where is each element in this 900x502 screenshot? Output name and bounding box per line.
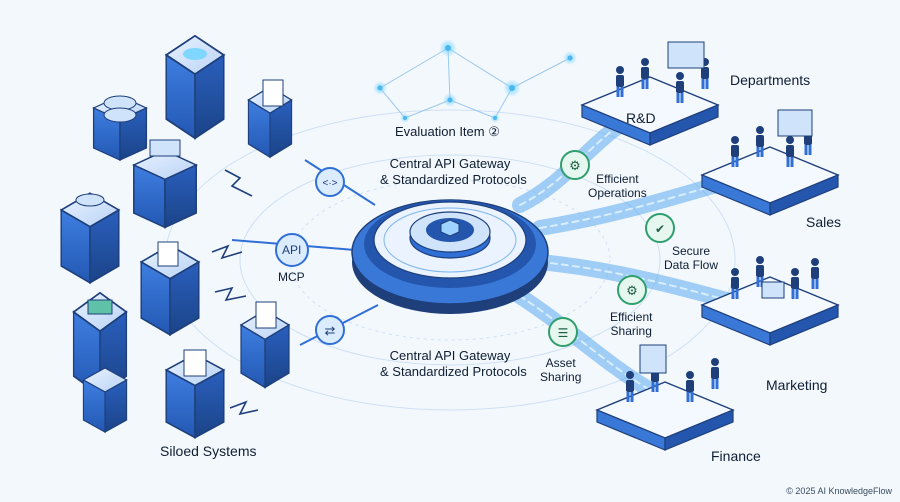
- departments-title: Departments: [730, 72, 811, 88]
- benefit-icons: ⚙ ✔ ⚙ ☰: [548, 150, 675, 347]
- copyright-notice: © 2025 AI KnowledgeFlow: [786, 486, 892, 496]
- benefit-secure-data-flow-line2: Data Flow: [664, 258, 719, 272]
- svg-text:⚙: ⚙: [569, 159, 581, 174]
- siloed-system-blocks: [60, 34, 293, 439]
- svg-text:✔: ✔: [655, 222, 665, 236]
- benefit-efficient-sharing: Efficient Sharing: [610, 310, 652, 338]
- benefit-efficient-sharing-line2: Sharing: [610, 324, 652, 338]
- benefit-efficient-operations-line1: Efficient: [596, 172, 639, 186]
- top-network: [379, 47, 571, 119]
- central-gateway: [351, 199, 549, 314]
- benefit-asset-sharing: Asset Sharing: [540, 356, 581, 384]
- gateway-title-top-line2: & Standardized Protocols: [380, 172, 527, 187]
- gateway-title-top-line1: Central API Gateway: [389, 156, 511, 171]
- mcp-label: MCP: [278, 270, 305, 284]
- network-nodes: [373, 39, 577, 123]
- gateway-title-bottom: Central API Gateway & Standardized Proto…: [380, 348, 527, 380]
- department-sales-label: Sales: [806, 214, 842, 230]
- svg-text:⚙: ⚙: [626, 284, 638, 299]
- department-finance-label: Finance: [711, 448, 761, 464]
- svg-text:⇄: ⇄: [325, 323, 336, 338]
- api-label: API: [282, 243, 302, 257]
- benefit-asset-sharing-line2: Sharing: [540, 370, 582, 384]
- lightning-bolts: [211, 169, 259, 416]
- department-marketing-label: Marketing: [766, 377, 828, 393]
- protocol-nodes: <·> ⇄: [275, 167, 345, 345]
- benefit-efficient-sharing-line1: Efficient: [610, 310, 653, 324]
- benefit-secure-data-flow: Secure Data Flow: [664, 244, 718, 272]
- benefit-efficient-operations: Efficient Operations: [588, 172, 647, 200]
- gateway-title-top: Central API Gateway & Standardized Proto…: [380, 156, 527, 188]
- benefit-efficient-operations-line2: Operations: [588, 186, 647, 200]
- siloed-systems-label: Siloed Systems: [160, 443, 257, 459]
- gateway-title-bottom-line2: & Standardized Protocols: [380, 364, 527, 379]
- svg-text:<·>: <·>: [322, 178, 337, 189]
- evaluation-item-label: Evaluation Item ②: [395, 124, 500, 139]
- department-platforms: [581, 41, 839, 451]
- svg-text:☰: ☰: [558, 326, 569, 340]
- department-rnd-label: R&D: [626, 110, 656, 126]
- benefit-asset-sharing-line1: Asset: [545, 356, 576, 370]
- benefit-secure-data-flow-line1: Secure: [672, 244, 711, 258]
- gateway-title-bottom-line1: Central API Gateway: [389, 348, 511, 363]
